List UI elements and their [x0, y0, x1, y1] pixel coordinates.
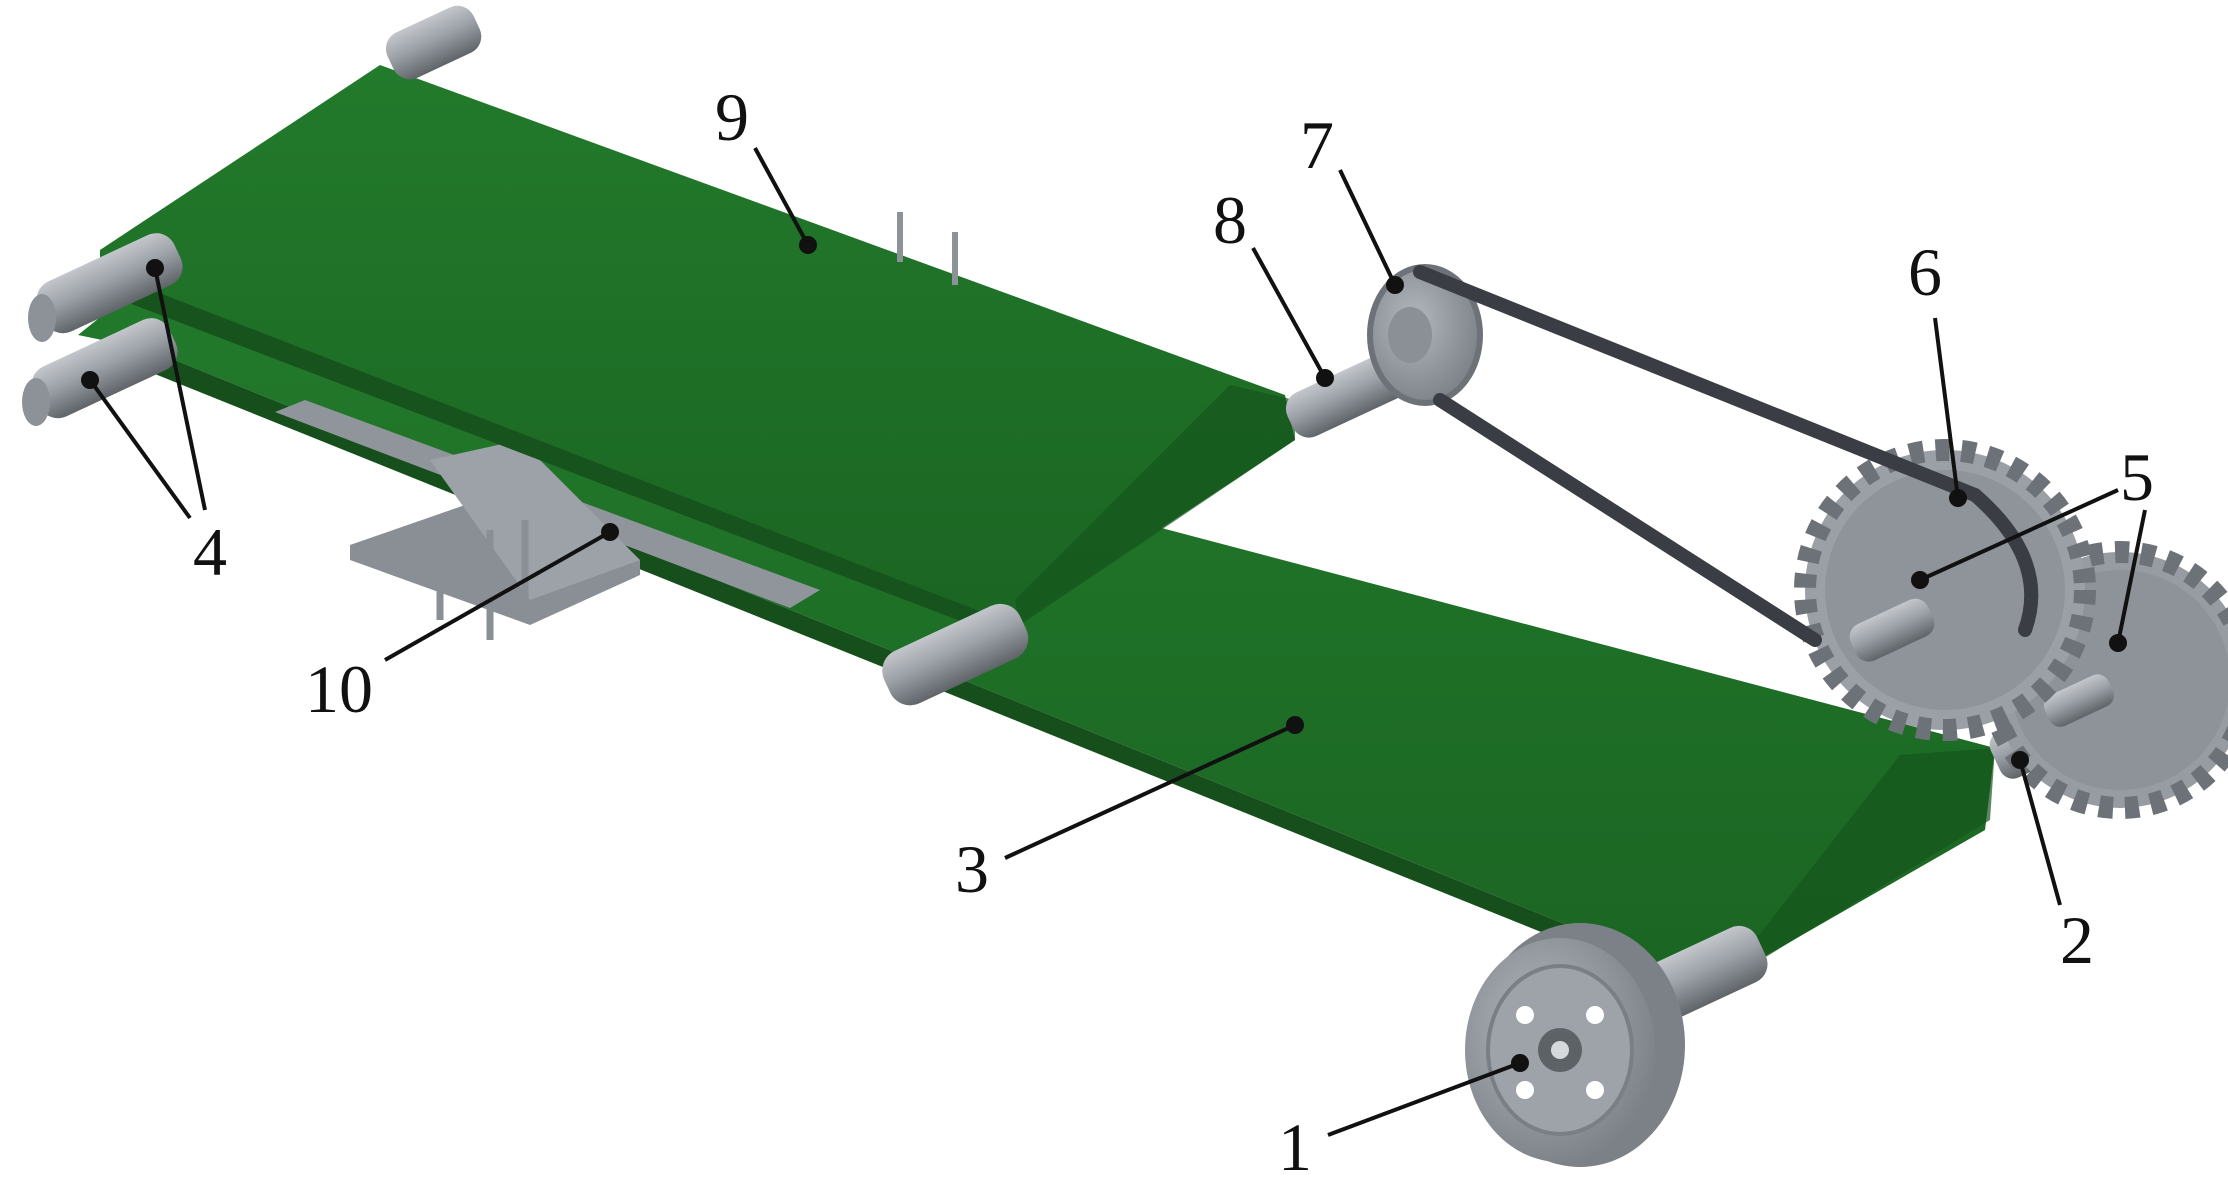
upper-belt-edge — [95, 270, 1015, 640]
callout-label-9: 9 — [715, 79, 749, 155]
drive-belt — [1413, 265, 2039, 647]
callout-label-3: 3 — [955, 831, 989, 907]
lower-left-roller — [22, 318, 178, 426]
callout-5: 5 — [1911, 439, 2154, 652]
upper-left-roller — [28, 233, 183, 342]
gear-pair — [1794, 439, 2228, 819]
callout-label-5: 5 — [2120, 439, 2154, 515]
callout-10: 10 — [305, 523, 619, 727]
callout-7: 7 — [1300, 107, 1404, 294]
top-rear-roller — [385, 5, 482, 80]
slide-plate-assembly — [275, 400, 820, 640]
mount-bracket — [350, 505, 640, 625]
callout-9: 9 — [715, 79, 817, 254]
pulley-holes — [1516, 1006, 1604, 1099]
gear-6-sprocket — [1794, 439, 2096, 741]
upper-belt-shade — [1015, 385, 1295, 625]
upper-conveyor-belt — [95, 65, 1295, 640]
callout-label-10: 10 — [305, 651, 373, 727]
callout-4: 4 — [81, 259, 227, 590]
callout-2: 2 — [2011, 751, 2094, 978]
pulley-1 — [1465, 923, 1768, 1167]
mount-bracket-top — [430, 440, 640, 600]
middle-roller — [882, 603, 1029, 706]
callout-label-1: 1 — [1278, 1109, 1312, 1185]
callout-1: 1 — [1278, 1054, 1529, 1185]
upper-belt-top-surface — [100, 65, 1295, 625]
guide-pins — [897, 212, 958, 285]
bracket-bolts — [436, 520, 529, 640]
callout-6: 6 — [1908, 234, 1967, 507]
pulley-7 — [1367, 264, 1483, 406]
callout-label-7: 7 — [1300, 107, 1334, 183]
callout-label-6: 6 — [1908, 234, 1942, 310]
callout-3: 3 — [955, 716, 1304, 907]
lower-belt-shade — [1720, 748, 1995, 985]
idler-rollers-4 — [22, 5, 482, 426]
callout-8: 8 — [1213, 182, 1334, 387]
callout-label-4: 4 — [193, 514, 227, 590]
callout-label-2: 2 — [2060, 902, 2094, 978]
callouts: 1 2 3 4 5 6 — [81, 79, 2154, 1185]
callout-label-8: 8 — [1213, 182, 1247, 258]
